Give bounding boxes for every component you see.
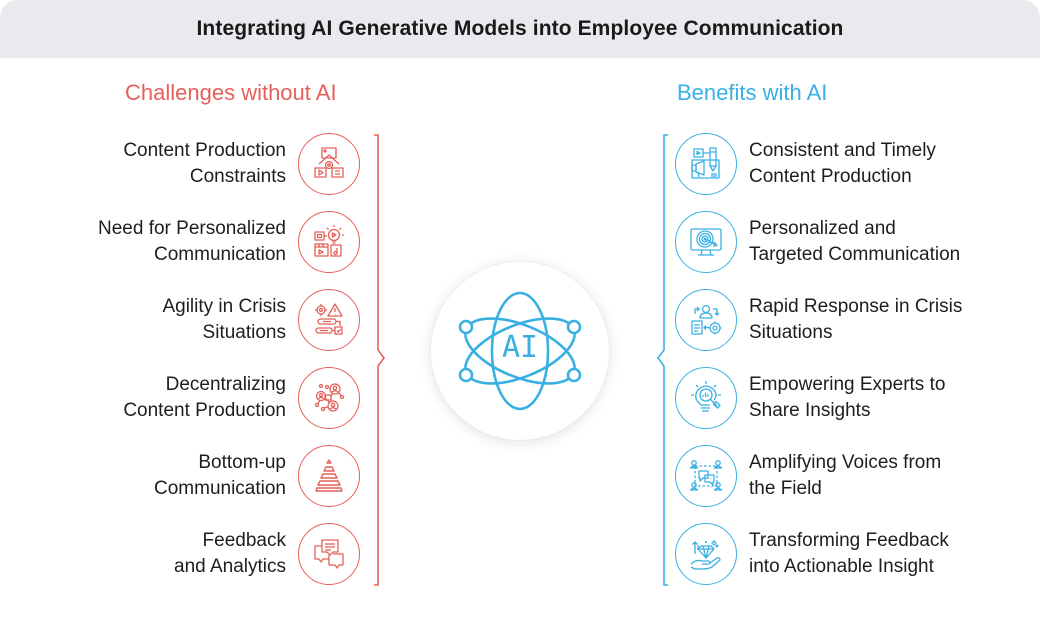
challenge-label: Feedback and Analytics: [174, 530, 286, 577]
media-lightbulb-icon: [298, 211, 360, 273]
benefit-item: Personalized and Targeted Communication: [675, 210, 1035, 274]
chat-bubbles-icon: [298, 523, 360, 585]
challenge-item: Decentralizing Content Production: [20, 366, 360, 430]
center-ai-label: AI: [501, 330, 539, 365]
pyramid-icon: [298, 445, 360, 507]
page-title: Integrating AI Generative Models into Em…: [196, 17, 844, 40]
challenge-item: Content Production Constraints: [20, 132, 360, 196]
content-production-gear-icon: [298, 133, 360, 195]
benefit-label: Rapid Response in Crisis Situations: [749, 296, 963, 343]
center-ai-badge: AI: [431, 262, 609, 440]
benefit-label: Transforming Feedback into Actionable In…: [749, 530, 949, 577]
benefit-label: Personalized and Targeted Communication: [749, 218, 961, 265]
benefits-heading: Benefits with AI: [677, 80, 828, 105]
benefit-item: Empowering Experts to Share Insights: [675, 366, 1035, 430]
person-document-gear-icon: [675, 289, 737, 351]
network-people-icon: [298, 367, 360, 429]
challenge-label: Agility in Crisis Situations: [162, 296, 286, 343]
benefit-label: Amplifying Voices from the Field: [749, 452, 942, 499]
challenge-label: Bottom-up Communication: [154, 452, 286, 499]
challenge-item: Need for Personalized Communication: [20, 210, 360, 274]
challenges-heading: Challenges without AI: [125, 80, 337, 105]
atom-ai-icon: [458, 291, 582, 411]
benefit-item: Rapid Response in Crisis Situations: [675, 288, 1035, 352]
title-bar: Integrating AI Generative Models into Em…: [0, 0, 1040, 58]
monitor-target-icon: [675, 211, 737, 273]
hand-diamond-icon: [675, 523, 737, 585]
challenges-bracket: [374, 134, 385, 586]
challenge-item: Feedback and Analytics: [20, 522, 360, 586]
benefit-label: Consistent and Timely Content Production: [749, 140, 936, 187]
gear-warning-workflow-icon: [298, 289, 360, 351]
benefit-item: Consistent and Timely Content Production: [675, 132, 1035, 196]
challenge-label: Decentralizing Content Production: [123, 374, 286, 421]
challenge-item: Bottom-up Communication: [20, 444, 360, 508]
benefits-bracket: [657, 134, 668, 586]
benefit-item: Amplifying Voices from the Field: [675, 444, 1035, 508]
megaphone-pen-icon: [675, 133, 737, 195]
benefit-label: Empowering Experts to Share Insights: [749, 374, 946, 421]
lightbulb-magnifier-icon: [675, 367, 737, 429]
challenge-label: Content Production Constraints: [123, 140, 286, 187]
benefit-item: Transforming Feedback into Actionable In…: [675, 522, 1035, 586]
challenge-label: Need for Personalized Communication: [98, 218, 286, 265]
people-chat-icon: [675, 445, 737, 507]
challenge-item: Agility in Crisis Situations: [20, 288, 360, 352]
